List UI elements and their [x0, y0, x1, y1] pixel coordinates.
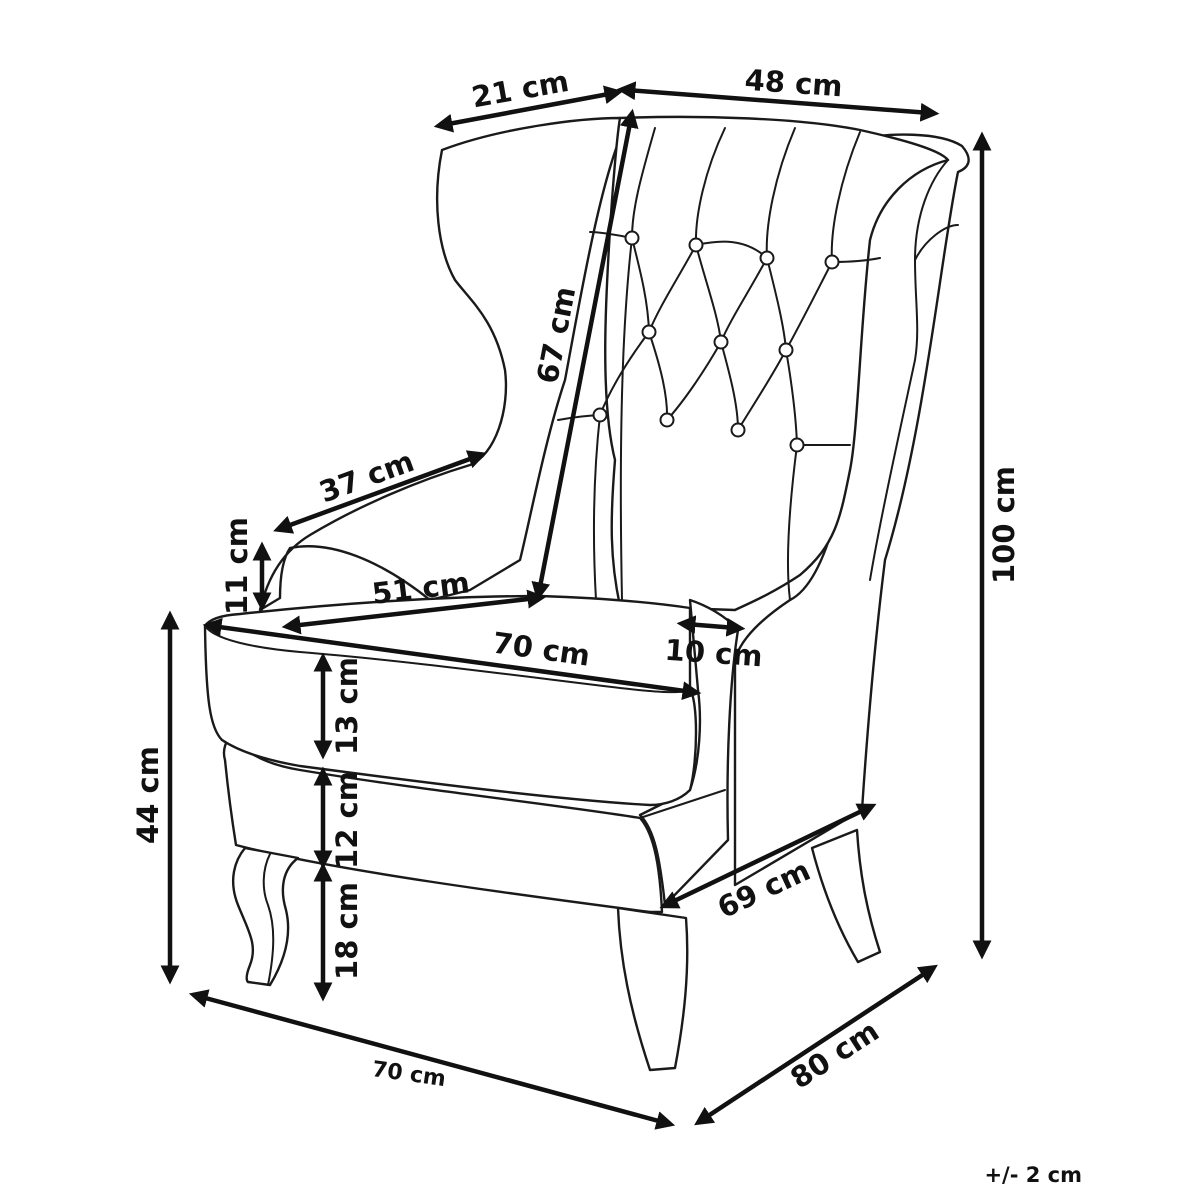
tuft-button: [789, 437, 805, 453]
tuft-button: [641, 324, 657, 340]
label-armrest-width: 10 cm: [664, 633, 764, 674]
tuft-button: [730, 422, 746, 438]
dim-line-backrest-height: [531, 108, 639, 602]
label-wing-depth: 21 cm: [469, 64, 571, 114]
label-total-height: 100 cm: [987, 466, 1021, 584]
right-wing-curl: [869, 159, 949, 581]
label-seat-height: 44 cm: [131, 746, 165, 844]
dimension-lines: [160, 81, 992, 1130]
dim-line-seat-width: [202, 617, 702, 701]
dim-line-wing-depth: [433, 85, 624, 133]
tuft-button: [713, 334, 729, 350]
label-base-height: 12 cm: [330, 771, 364, 869]
tuft-button: [592, 407, 608, 423]
label-leg-height: 18 cm: [330, 882, 364, 980]
dim-line-overall-width: [188, 989, 676, 1130]
tuft-button: [759, 250, 775, 266]
dim-line-armrest-width: [676, 615, 746, 637]
front-left-leg: [231, 846, 300, 987]
label-armrest-height: 11 cm: [220, 517, 254, 615]
front-right-leg: [616, 906, 689, 1072]
dim-line-front-width: [659, 803, 877, 909]
dim-line-armrest-length: [273, 450, 487, 534]
dim-line-backrest-width: [616, 81, 940, 122]
tuft-button: [824, 254, 840, 270]
left-wing: [258, 116, 627, 612]
tuft-button: [688, 237, 704, 253]
back-right-leg: [810, 828, 882, 964]
seat-base: [222, 733, 664, 914]
armchair-illustration: [203, 115, 970, 1072]
tuft-button: [659, 412, 675, 428]
tuft-button: [624, 230, 640, 246]
label-backrest-width: 48 cm: [744, 63, 844, 104]
tolerance-note: +/- 2 cm: [984, 1163, 1082, 1187]
label-cushion-height: 13 cm: [330, 657, 364, 755]
dim-line-overall-depth: [694, 964, 938, 1126]
tuft-button: [778, 342, 794, 358]
